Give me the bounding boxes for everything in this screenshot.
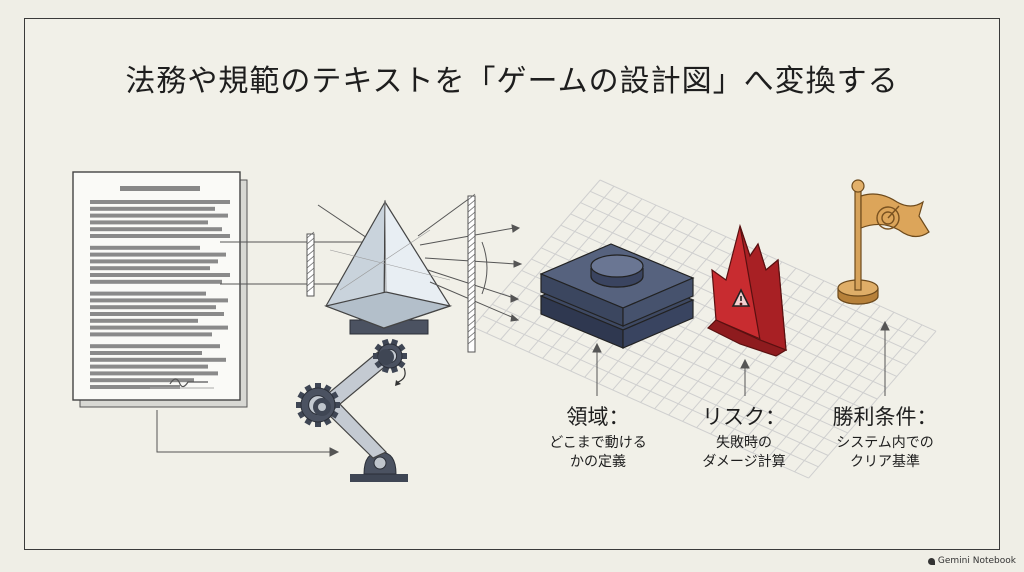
label-risk-desc: 失敗時の ダメージ計算 bbox=[702, 435, 786, 470]
flag-icon bbox=[837, 179, 930, 305]
label-win: 勝利条件： システム内での クリア基準 bbox=[808, 404, 962, 472]
warning-icon bbox=[706, 223, 788, 357]
document-icon bbox=[72, 171, 248, 408]
label-risk: リスク： 失敗時の ダメージ計算 bbox=[672, 404, 816, 472]
label-domain-desc: どこまで動ける かの定義 bbox=[549, 435, 647, 470]
label-domain-heading: 領域： bbox=[566, 405, 630, 429]
label-pointers bbox=[592, 320, 890, 396]
label-risk-heading: リスク： bbox=[702, 405, 786, 429]
platform-icon bbox=[539, 243, 695, 349]
label-win-desc: システム内での クリア基準 bbox=[836, 435, 934, 470]
filter-plate-right bbox=[467, 193, 476, 353]
filter-plate-left bbox=[306, 231, 315, 297]
brand-mark: Gemini Notebook bbox=[927, 556, 1016, 566]
label-domain: 領域： どこまで動ける かの定義 bbox=[528, 404, 668, 472]
prism-icon bbox=[323, 199, 453, 329]
label-win-heading: 勝利条件： bbox=[832, 405, 938, 429]
page-title: 法務や規範のテキストを「ゲームの設計図」へ変換する bbox=[125, 64, 899, 99]
brand-icon bbox=[927, 557, 935, 565]
robot-arm-icon bbox=[296, 319, 429, 482]
brand-text: Gemini Notebook bbox=[937, 556, 1016, 566]
